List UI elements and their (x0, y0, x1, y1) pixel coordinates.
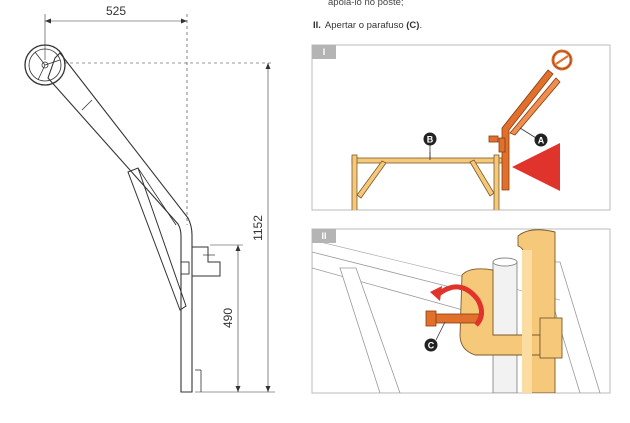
dimension-490-label: 490 (221, 308, 235, 328)
step-instruction: II.Apertar o parafuso (C). (313, 20, 613, 31)
callout-a: A (538, 136, 545, 146)
step-end: . (419, 20, 423, 31)
panel-1-tag: I (312, 45, 336, 59)
panel-2-tag: II (312, 229, 336, 243)
callout-b: B (427, 135, 434, 145)
step-part-ref: (C) (406, 20, 420, 31)
callout-c: C (428, 341, 435, 351)
technical-drawing (24, 14, 275, 393)
cut-off-text: apoiá-lo no poste; (328, 0, 404, 8)
dimension-525-label: 525 (106, 4, 126, 18)
step-number: II. (313, 20, 321, 31)
dimension-1152-label: 1152 (251, 215, 265, 241)
panel-2-illustration (311, 228, 611, 394)
step-text: Apertar o parafuso (324, 20, 407, 31)
panel-1-illustration (311, 44, 611, 211)
